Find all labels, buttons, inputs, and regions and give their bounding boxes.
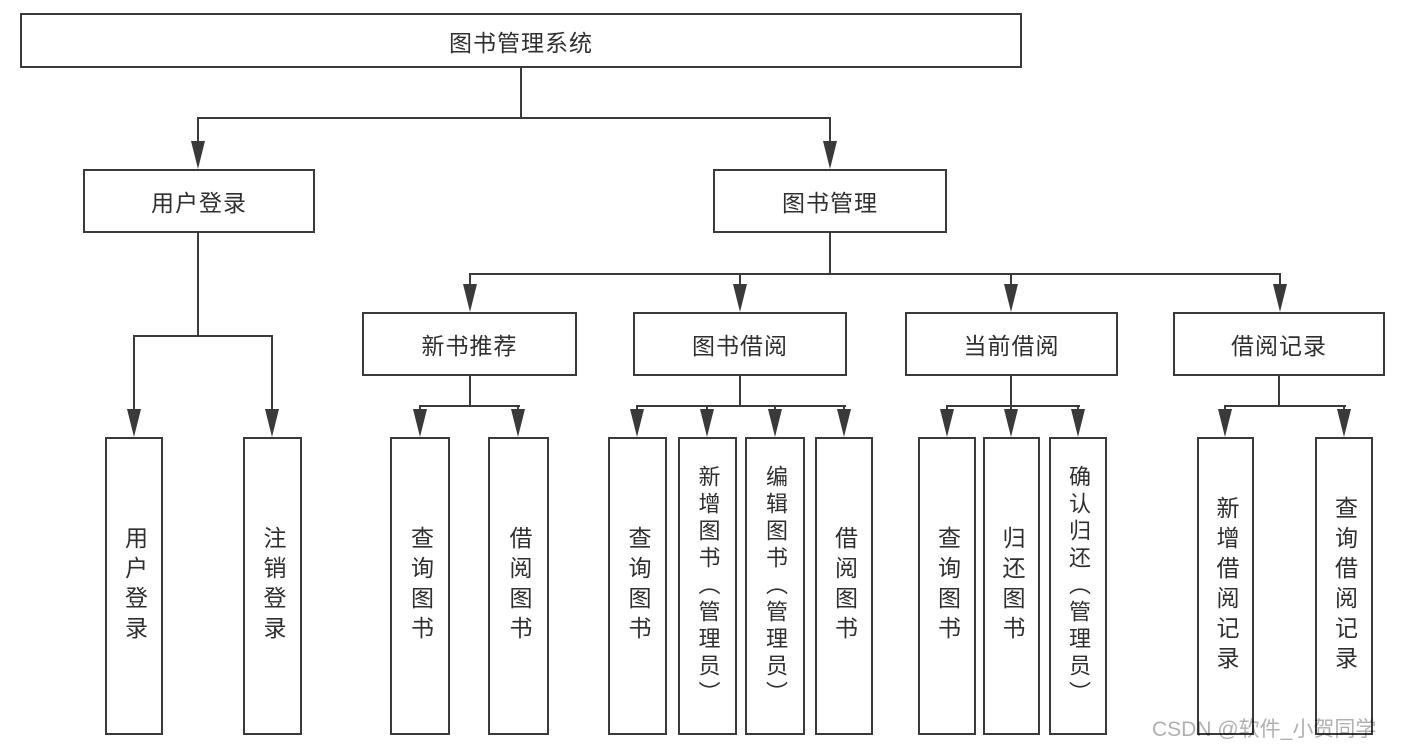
node-root: 图书管理系统 bbox=[20, 13, 1022, 68]
connector-borrow-stem bbox=[739, 375, 741, 407]
node-new-book-recommend: 新书推荐 bbox=[362, 312, 577, 376]
arrowhead-icon bbox=[768, 409, 782, 437]
node-leaf-add-book-admin: 新增图书（管理员） bbox=[678, 437, 737, 735]
connector-mgmt-hbar bbox=[469, 273, 1281, 275]
node-leaf-user-login: 用户登录 bbox=[105, 437, 163, 735]
node-book-borrow: 图书借阅 bbox=[633, 312, 847, 376]
node-book-borrow-label: 图书借阅 bbox=[692, 333, 788, 359]
arrowhead-icon bbox=[700, 409, 714, 437]
node-user-login: 用户登录 bbox=[83, 169, 315, 233]
arrowhead-icon bbox=[1337, 409, 1351, 437]
connector-recommend-drop-2 bbox=[517, 405, 519, 412]
arrowhead-icon bbox=[1071, 409, 1085, 437]
node-leaf-logout: 注销登录 bbox=[243, 437, 302, 735]
arrowhead-icon bbox=[413, 409, 427, 437]
node-borrow-records-label: 借阅记录 bbox=[1231, 333, 1327, 359]
connector-current-drop-3 bbox=[1077, 405, 1079, 412]
connector-borrow-drop-1 bbox=[636, 405, 638, 412]
arrowhead-icon bbox=[1273, 284, 1287, 312]
connector-mgmt-drop-2 bbox=[739, 273, 741, 286]
node-leaf-borrow-books-1: 借阅图书 bbox=[488, 437, 549, 735]
node-leaf-borrow-books-1-label: 借阅图书 bbox=[506, 526, 532, 646]
node-user-login-label: 用户登录 bbox=[151, 190, 247, 216]
connector-current-stem bbox=[1010, 375, 1012, 407]
node-leaf-query-books-1-label: 查询图书 bbox=[407, 526, 434, 646]
node-leaf-return-books-label: 归还图书 bbox=[999, 526, 1025, 646]
connector-mgmt-drop-4 bbox=[1279, 273, 1281, 286]
node-leaf-confirm-return-admin-label: 确认归还（管理员） bbox=[1066, 464, 1091, 708]
node-leaf-query-borrow-record: 查询借阅记录 bbox=[1315, 437, 1373, 735]
connector-recommend-drop-1 bbox=[419, 405, 421, 412]
arrowhead-icon bbox=[630, 409, 644, 437]
connector-mgmt-drop-1 bbox=[469, 273, 471, 286]
node-current-borrow: 当前借阅 bbox=[905, 312, 1118, 376]
connector-current-drop-2 bbox=[1010, 405, 1012, 412]
connector-current-drop-1 bbox=[946, 405, 948, 412]
arrowhead-icon bbox=[127, 409, 141, 437]
connector-borrow-drop-4 bbox=[843, 405, 845, 412]
node-leaf-edit-book-admin-label: 编辑图书（管理员） bbox=[763, 464, 788, 708]
node-book-management: 图书管理 bbox=[713, 169, 947, 233]
connector-recommend-hbar bbox=[419, 405, 520, 407]
connector-records-hbar bbox=[1224, 405, 1346, 407]
connector-current-hbar bbox=[946, 405, 1080, 407]
node-new-book-recommend-label: 新书推荐 bbox=[421, 333, 518, 359]
connector-mgmt-drop-3 bbox=[1010, 273, 1012, 286]
node-leaf-return-books: 归还图书 bbox=[983, 437, 1040, 735]
connector-borrow-hbar bbox=[636, 405, 846, 407]
node-leaf-query-books-2: 查询图书 bbox=[608, 437, 667, 735]
arrowhead-icon bbox=[511, 409, 525, 437]
connector-login-drop-1 bbox=[133, 335, 135, 411]
connector-login-drop-2 bbox=[271, 335, 273, 411]
connector-root-drop-left bbox=[197, 117, 199, 145]
connector-records-drop-1 bbox=[1224, 405, 1226, 412]
node-root-label: 图书管理系统 bbox=[449, 29, 593, 56]
connector-records-stem bbox=[1278, 375, 1280, 407]
connector-login-stem bbox=[197, 232, 199, 336]
arrowhead-icon bbox=[837, 409, 851, 437]
node-leaf-add-borrow-record-label: 新增借阅记录 bbox=[1213, 496, 1239, 676]
connector-borrow-drop-3 bbox=[774, 405, 776, 412]
connector-root-stem bbox=[520, 68, 522, 119]
node-leaf-logout-label: 注销登录 bbox=[260, 526, 286, 646]
node-leaf-query-books-3: 查询图书 bbox=[918, 437, 976, 735]
node-current-borrow-label: 当前借阅 bbox=[963, 333, 1060, 359]
connector-recommend-stem bbox=[469, 375, 471, 407]
node-leaf-query-borrow-record-label: 查询借阅记录 bbox=[1331, 496, 1358, 676]
arrowhead-icon bbox=[940, 409, 954, 437]
node-leaf-query-books-1: 查询图书 bbox=[390, 437, 450, 735]
node-borrow-records: 借阅记录 bbox=[1173, 312, 1385, 376]
connector-login-hbar bbox=[133, 335, 273, 337]
node-leaf-borrow-books-2-label: 借阅图书 bbox=[831, 526, 858, 646]
node-leaf-query-books-2-label: 查询图书 bbox=[625, 526, 651, 646]
arrowhead-icon bbox=[265, 409, 279, 437]
connector-records-drop-2 bbox=[1343, 405, 1345, 412]
node-leaf-user-login-label: 用户登录 bbox=[121, 526, 148, 646]
arrowhead-icon bbox=[733, 284, 747, 312]
arrowhead-icon bbox=[191, 141, 205, 169]
arrowhead-icon bbox=[1218, 409, 1232, 437]
arrowhead-icon bbox=[1004, 409, 1018, 437]
arrowhead-icon bbox=[463, 284, 477, 312]
node-book-management-label: 图书管理 bbox=[782, 190, 878, 216]
node-leaf-query-books-3-label: 查询图书 bbox=[934, 526, 961, 646]
connector-borrow-drop-2 bbox=[706, 405, 708, 412]
node-leaf-borrow-books-2: 借阅图书 bbox=[815, 437, 873, 735]
watermark-text: CSDN @软件_小贺同学 bbox=[1152, 718, 1377, 741]
arrowhead-icon bbox=[823, 141, 837, 169]
arrowhead-icon bbox=[1004, 284, 1018, 312]
node-leaf-confirm-return-admin: 确认归还（管理员） bbox=[1049, 437, 1107, 735]
node-leaf-add-book-admin-label: 新增图书（管理员） bbox=[695, 464, 721, 708]
connector-mgmt-stem bbox=[829, 232, 831, 275]
connector-root-hbar bbox=[197, 117, 831, 119]
connector-root-drop-right bbox=[829, 117, 831, 145]
node-leaf-edit-book-admin: 编辑图书（管理员） bbox=[745, 437, 805, 735]
node-leaf-add-borrow-record: 新增借阅记录 bbox=[1197, 437, 1254, 735]
